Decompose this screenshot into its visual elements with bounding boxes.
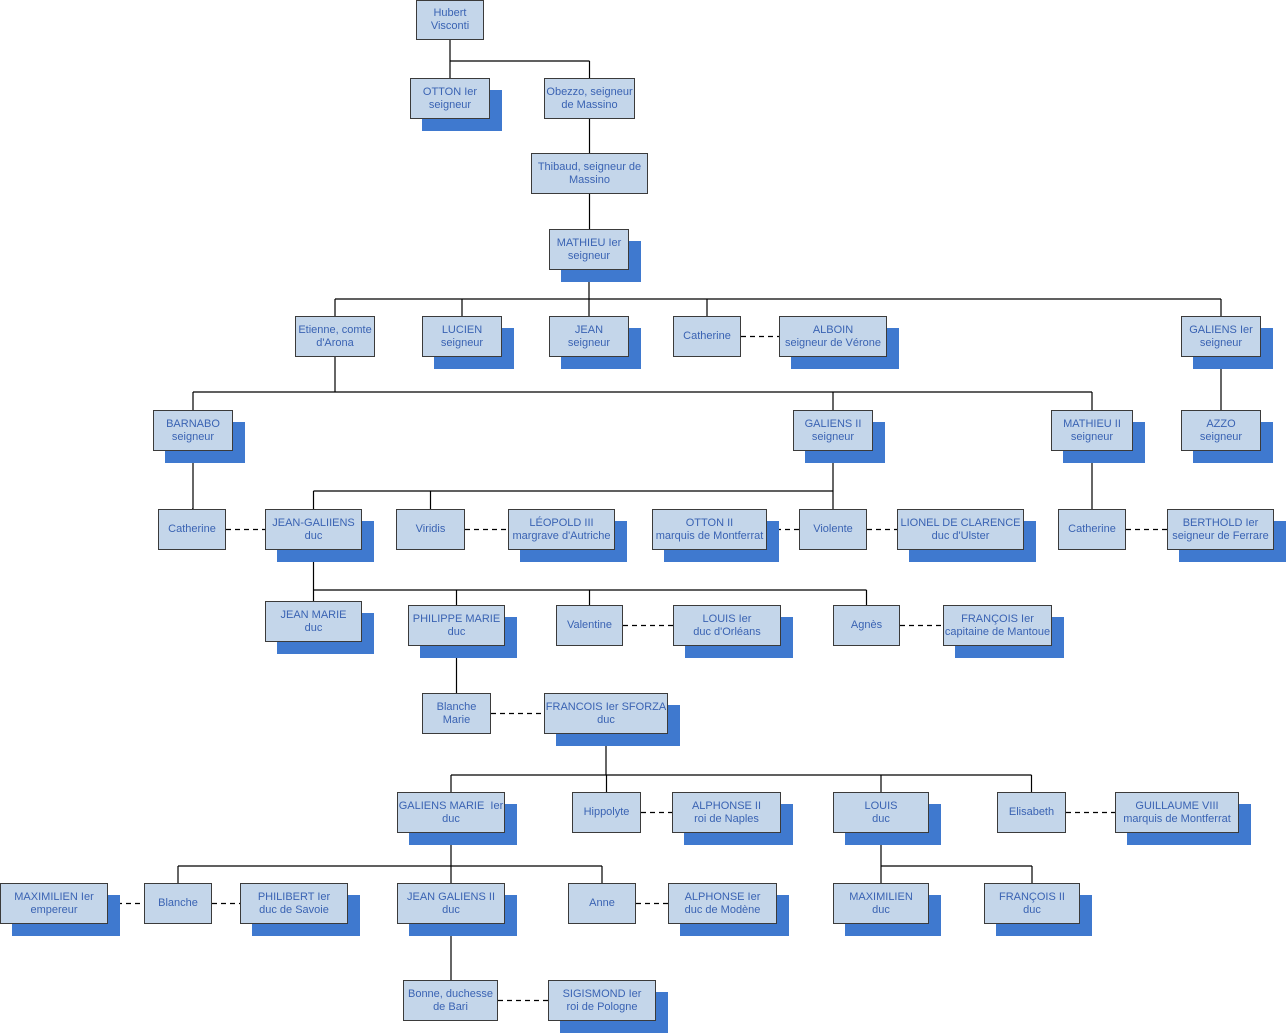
person-box-sigismond: SIGISMOND Ier roi de Pologne [548, 980, 656, 1021]
person-name-louis1: LOUIS Ier duc d'Orléans [693, 612, 761, 638]
person-name-lucien: LUCIEN seigneur [440, 323, 484, 349]
person-box-violente: Violente [799, 509, 867, 550]
person-box-thibaud: Thibaud, seigneur de Massino [531, 153, 648, 194]
person-box-alboin: ALBOIN seigneur de Vérone [779, 316, 887, 357]
person-box-philippemarie: PHILIPPE MARIE duc [408, 605, 505, 646]
person-name-catherine2: Catherine [168, 523, 216, 535]
person-name-blanchemarie: Blanche Marie [436, 700, 477, 726]
person-box-mathieu2: MATHIEU II seigneur [1051, 410, 1133, 451]
person-name-berthold: BERTHOLD Ier seigneur de Ferrare [1172, 516, 1269, 542]
person-box-guillaume: GUILLAUME VIII marquis de Montferrat [1115, 792, 1239, 833]
person-name-catherine3: Catherine [1068, 523, 1116, 535]
person-name-alphonse2: ALPHONSE II roi de Naples [691, 799, 762, 825]
person-name-otton1: OTTON Ier seigneur [422, 85, 478, 111]
person-box-jeangaliiens: JEAN-GALIIENS duc [265, 509, 362, 550]
person-name-catherine1: Catherine [683, 330, 731, 342]
person-box-leopold: LÉOPOLD III margrave d'Autriche [508, 509, 615, 550]
person-box-jean: JEAN seigneur [549, 316, 629, 357]
person-name-agnes: Agnès [850, 619, 883, 631]
person-box-louisduc: LOUIS duc [833, 792, 929, 833]
person-name-louisduc: LOUIS duc [864, 799, 898, 825]
person-name-francois1mantoue: FRANÇOIS Ier capitaine de Mantoue [944, 612, 1051, 638]
person-box-elisabeth: Elisabeth [997, 792, 1066, 833]
person-box-francoissforza: FRANCOIS Ier SFORZA duc [544, 693, 668, 734]
person-box-jeanmarie: JEAN MARIE duc [265, 601, 362, 642]
person-box-galiens1: GALIENS Ier seigneur [1181, 316, 1261, 357]
person-name-philibert: PHILIBERT Ier duc de Savoie [257, 890, 331, 916]
person-name-etienne: Etienne, comte d'Arona [298, 323, 372, 349]
person-box-otton2: OTTON II marquis de Montferrat [652, 509, 767, 550]
person-box-etienne: Etienne, comte d'Arona [295, 316, 375, 357]
person-box-maximilien1: MAXIMILIEN Ier empereur [0, 883, 108, 924]
person-box-azzo: AZZO seigneur [1181, 410, 1261, 451]
person-name-philippemarie: PHILIPPE MARIE duc [412, 612, 501, 638]
person-name-viridis: Viridis [415, 523, 446, 535]
person-box-jeangaliens2: JEAN GALIENS II duc [397, 883, 505, 924]
person-box-blanchemarie: Blanche Marie [422, 693, 491, 734]
person-name-francoissforza: FRANCOIS Ier SFORZA duc [545, 700, 667, 726]
person-name-galiensmarie: GALIENS MARIE Ier duc [398, 799, 504, 825]
person-name-barnabo: BARNABO seigneur [166, 417, 220, 443]
person-name-blanche: Blanche [158, 897, 198, 909]
person-box-obezzo: Obezzo, seigneur de Massino [544, 78, 635, 119]
person-name-obezzo: Obezzo, seigneur de Massino [546, 85, 633, 111]
person-box-maximilienduc: MAXIMILIEN duc [833, 883, 929, 924]
person-name-mathieu2: MATHIEU II seigneur [1063, 417, 1121, 443]
person-name-thibaud: Thibaud, seigneur de Massino [537, 160, 642, 186]
person-box-otton1: OTTON Ier seigneur [410, 78, 490, 119]
person-box-alphonse2: ALPHONSE II roi de Naples [672, 792, 781, 833]
person-name-mathieu1: MATHIEU Ier seigneur [556, 236, 622, 262]
person-box-galiens2: GALIENS II seigneur [793, 410, 873, 451]
person-box-catherine2: Catherine [158, 509, 226, 550]
person-name-galiens2: GALIENS II seigneur [804, 417, 862, 443]
person-box-viridis: Viridis [396, 509, 465, 550]
person-name-jeangaliens2: JEAN GALIENS II duc [406, 890, 496, 916]
person-box-hubert: Hubert Visconti [416, 0, 484, 40]
person-name-otton2: OTTON II marquis de Montferrat [655, 516, 764, 542]
person-box-mathieu1: MATHIEU Ier seigneur [549, 229, 629, 270]
person-name-bonne: Bonne, duchesse de Bari [407, 987, 493, 1013]
person-box-barnabo: BARNABO seigneur [153, 410, 233, 451]
person-name-francois2: FRANÇOIS II duc [998, 890, 1065, 916]
person-name-jeanmarie: JEAN MARIE duc [280, 608, 347, 634]
person-box-francois2: FRANÇOIS II duc [984, 883, 1080, 924]
person-name-valentine: Valentine [566, 619, 613, 631]
person-box-agnes: Agnès [833, 605, 900, 646]
person-box-catherine1: Catherine [673, 316, 741, 357]
person-name-hippolyte: Hippolyte [583, 806, 630, 818]
person-name-lionel: LIONEL DE CLARENCE duc d'Ulster [900, 516, 1021, 542]
person-name-jean: JEAN seigneur [567, 323, 611, 349]
person-name-hubert: Hubert Visconti [430, 7, 470, 32]
person-box-blanche: Blanche [144, 883, 212, 924]
person-name-alphonse1: ALPHONSE Ier duc de Modène [684, 890, 761, 916]
person-name-azzo: AZZO seigneur [1199, 417, 1243, 443]
person-name-alboin: ALBOIN seigneur de Vérone [784, 323, 881, 349]
person-box-alphonse1: ALPHONSE Ier duc de Modène [668, 883, 777, 924]
person-box-lionel: LIONEL DE CLARENCE duc d'Ulster [897, 509, 1024, 550]
person-name-anne: Anne [589, 897, 615, 909]
person-box-valentine: Valentine [556, 605, 623, 646]
person-box-galiensmarie: GALIENS MARIE Ier duc [397, 792, 505, 833]
person-name-maximilienduc: MAXIMILIEN duc [849, 890, 913, 916]
person-name-guillaume: GUILLAUME VIII marquis de Montferrat [1123, 799, 1231, 825]
person-box-lucien: LUCIEN seigneur [422, 316, 502, 357]
person-name-sigismond: SIGISMOND Ier roi de Pologne [562, 987, 642, 1013]
person-box-francois1mantoue: FRANÇOIS Ier capitaine de Mantoue [943, 605, 1052, 646]
person-box-philibert: PHILIBERT Ier duc de Savoie [240, 883, 348, 924]
person-name-galiens1: GALIENS Ier seigneur [1189, 323, 1253, 349]
person-box-berthold: BERTHOLD Ier seigneur de Ferrare [1167, 509, 1274, 550]
person-name-leopold: LÉOPOLD III margrave d'Autriche [512, 516, 611, 542]
person-box-bonne: Bonne, duchesse de Bari [403, 980, 498, 1021]
person-name-violente: Violente [813, 523, 853, 535]
person-name-jeangaliiens: JEAN-GALIIENS duc [272, 516, 355, 542]
person-name-maximilien1: MAXIMILIEN Ier empereur [14, 890, 94, 916]
person-box-catherine3: Catherine [1058, 509, 1126, 550]
person-box-anne: Anne [568, 883, 636, 924]
person-name-elisabeth: Elisabeth [1008, 806, 1055, 818]
person-box-hippolyte: Hippolyte [572, 792, 641, 833]
person-box-louis1: LOUIS Ier duc d'Orléans [673, 605, 781, 646]
